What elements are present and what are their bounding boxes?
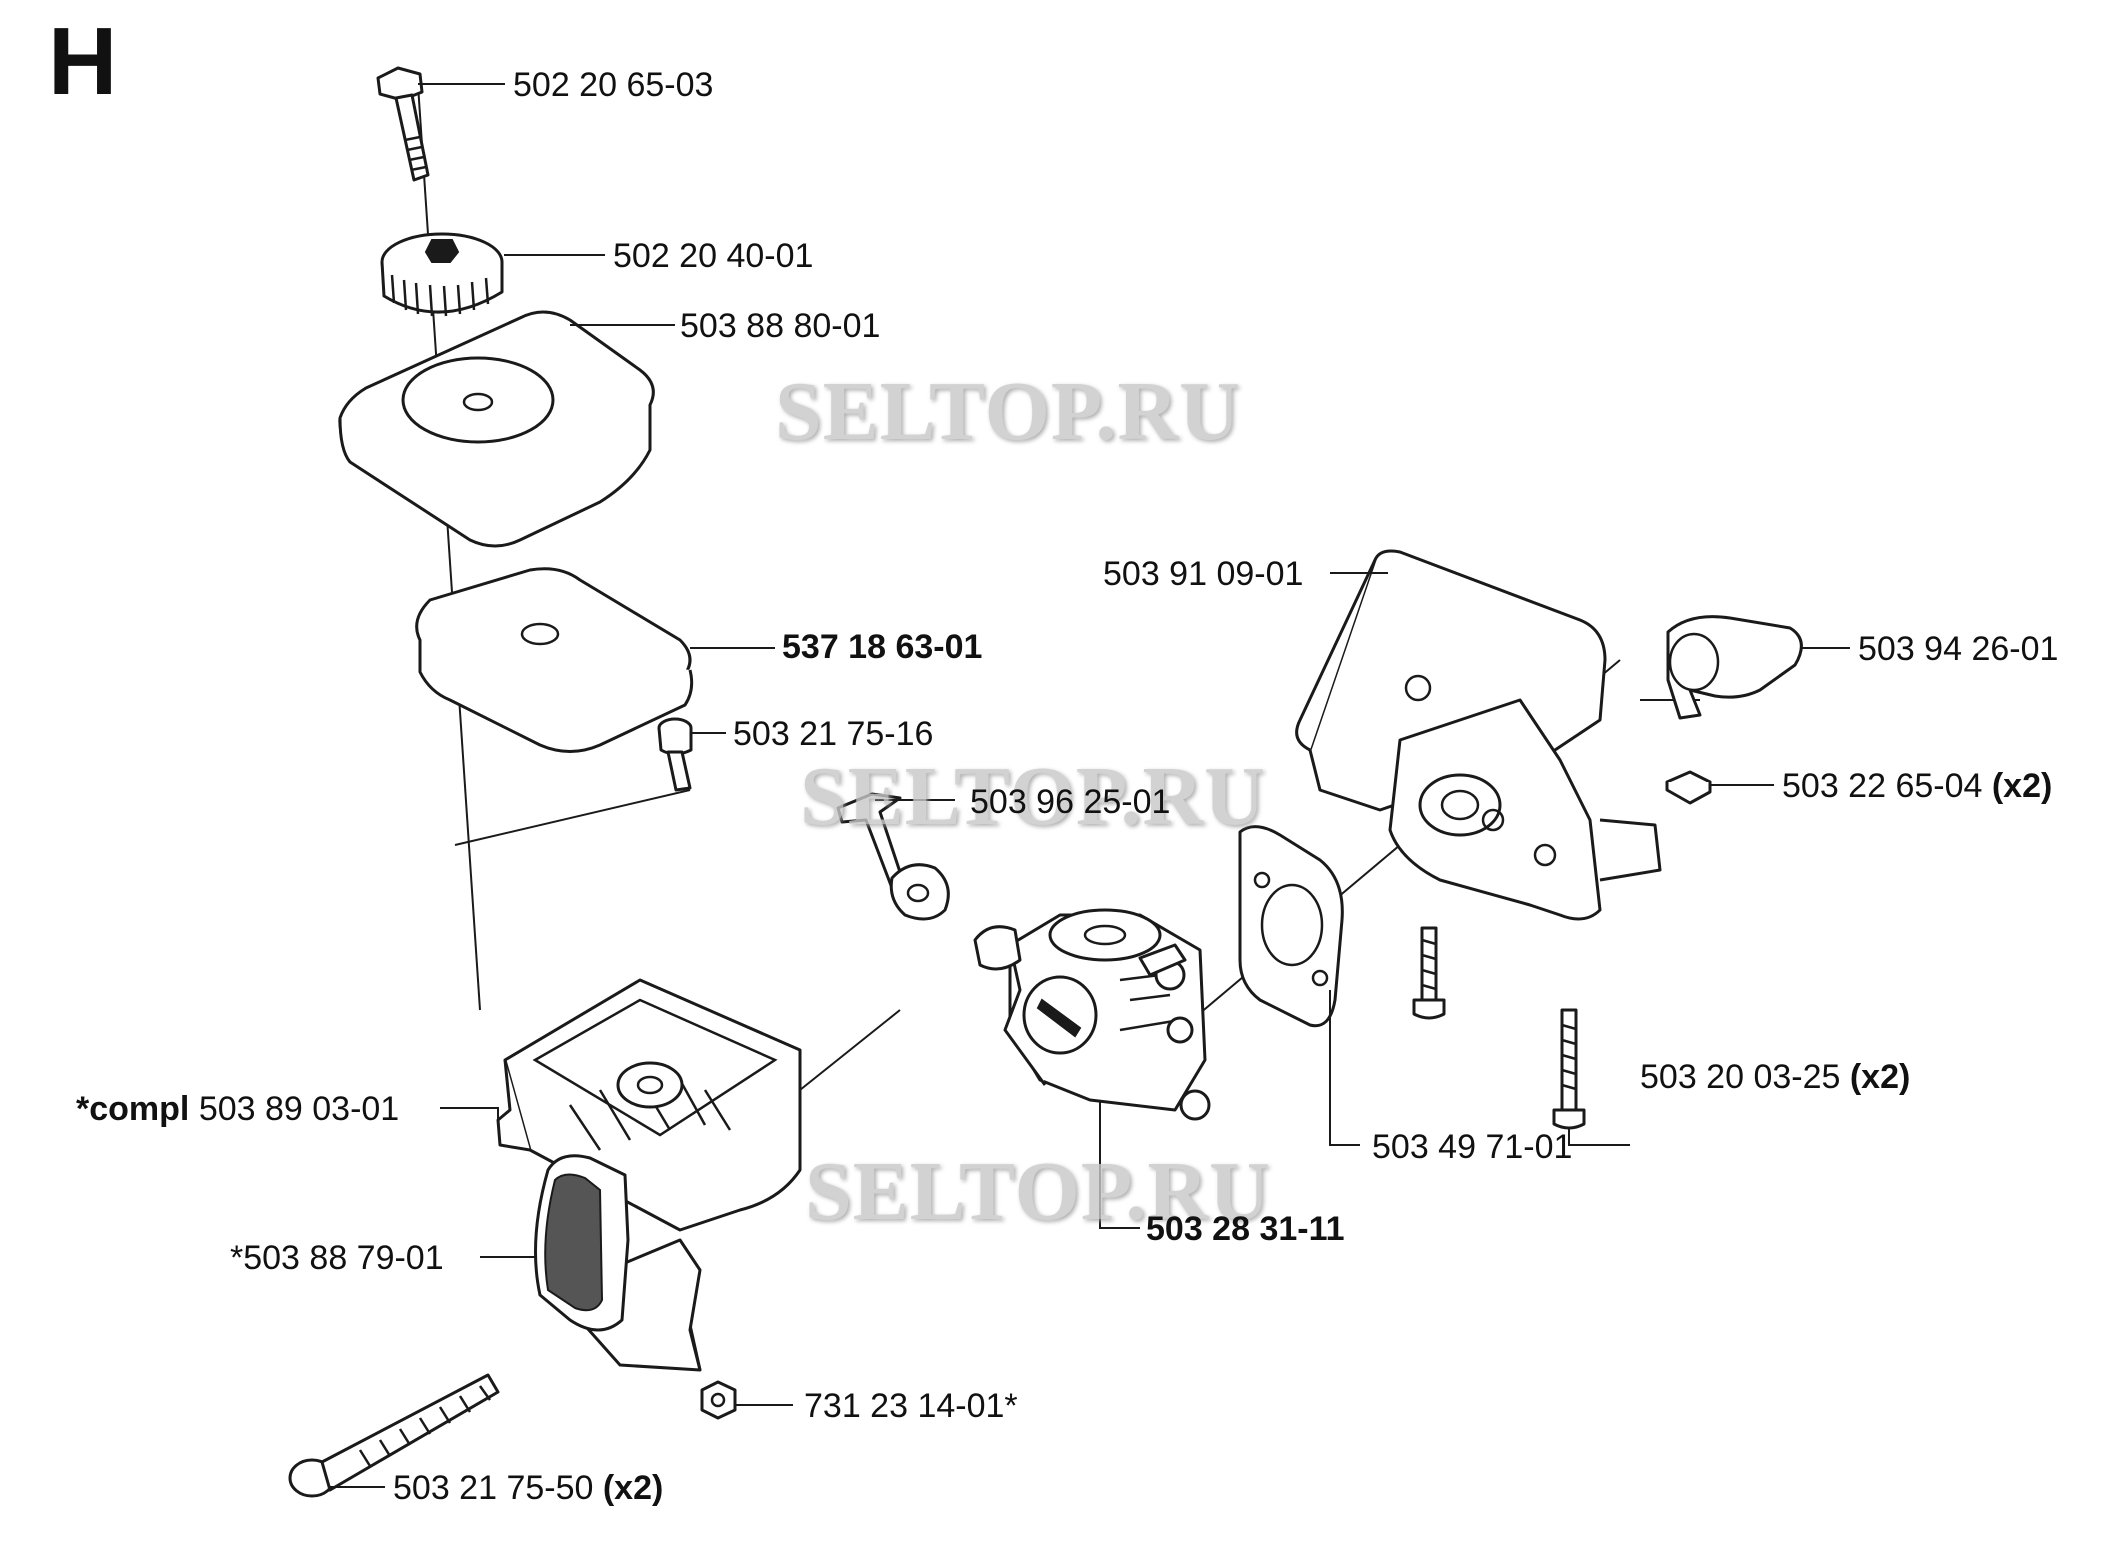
label-long-bolt-number: 503 21 75-50: [393, 1469, 594, 1507]
label-gasket: 503 49 71-01: [1372, 1128, 1573, 1166]
label-screw-right-number: 503 20 03-25: [1640, 1058, 1841, 1096]
label-screw-right: 503 20 03-25 (x2): [1640, 1060, 1910, 1094]
air-box: [496, 978, 802, 1372]
watermark-3: SELTOP.RU: [805, 1145, 1271, 1238]
carburetor: [973, 908, 1211, 1121]
leader-carburetor: [1099, 1100, 1140, 1229]
foam-filter: [415, 567, 694, 753]
bottom-nut: [700, 1380, 737, 1420]
leader-gasket: [1329, 990, 1360, 1146]
label-carburetor: 503 28 31-11: [1146, 1210, 1345, 1248]
label-long-bolt-qty: (x2): [602, 1469, 664, 1507]
label-carb-housing: 503 91 09-01: [1103, 555, 1304, 593]
right-screw-1: [1412, 926, 1446, 1020]
label-filter: 537 18 63-01: [782, 628, 983, 666]
right-screw-2: [1552, 1008, 1586, 1130]
throttle-lever: [1666, 615, 1803, 720]
label-lever-right: 503 94 26-01: [1858, 630, 2059, 668]
axis-line-screw: [454, 789, 691, 846]
small-screw: [657, 717, 693, 792]
label-airbox-prefix: *compl: [76, 1090, 190, 1128]
knurled-knob: [380, 232, 504, 317]
label-knob: 502 20 40-01: [613, 237, 814, 275]
top-bolt: [376, 66, 430, 182]
label-filter-cover: 503 88 80-01: [680, 307, 881, 345]
section-letter: H: [48, 8, 118, 115]
label-square-nut-qty: (x2): [1991, 767, 2053, 805]
label-screw: 503 21 75-16: [733, 715, 934, 753]
label-airbox-number: 503 89 03-01: [198, 1090, 400, 1128]
choke-knob: [534, 1154, 630, 1332]
filter-cover: [338, 310, 655, 548]
leader-airbox: [440, 1107, 499, 1120]
carb-housing: [1295, 549, 1662, 921]
long-bolt: [288, 1373, 500, 1498]
label-long-bolt: 503 21 75-50 (x2): [393, 1471, 663, 1505]
label-bolt-top: 502 20 65-03: [513, 66, 714, 104]
gasket: [1238, 825, 1344, 1028]
square-nut: [1665, 770, 1712, 805]
watermark-1: SELTOP.RU: [775, 365, 1241, 458]
label-square-nut: 503 22 65-04 (x2): [1782, 769, 2052, 803]
label-lever: 503 96 25-01: [970, 783, 1171, 821]
watermark-2: SELTOP.RU: [800, 750, 1266, 843]
label-nut-bottom: 731 23 14-01*: [804, 1387, 1018, 1425]
label-square-nut-number: 503 22 65-04: [1782, 767, 1983, 805]
leader-screw-right: [1568, 1128, 1630, 1146]
label-airbox: *compl 503 89 03-01: [76, 1092, 399, 1126]
axis-line-left: [417, 84, 481, 1011]
label-screw-right-qty: (x2): [1849, 1058, 1911, 1096]
carb-lever: [836, 792, 950, 921]
label-choke: *503 88 79-01: [230, 1239, 444, 1277]
